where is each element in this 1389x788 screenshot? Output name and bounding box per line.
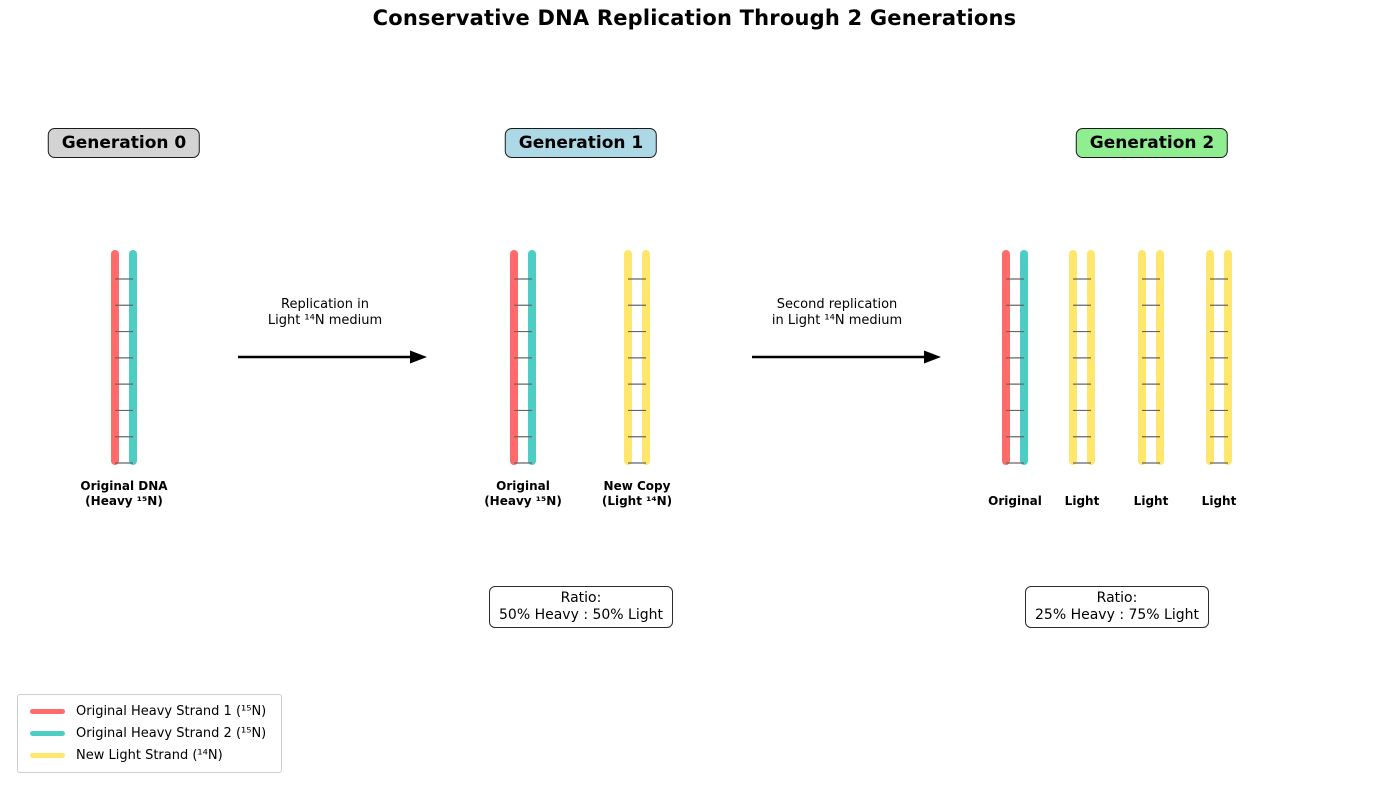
dna-ladder-gen1-original xyxy=(510,250,536,465)
legend-item-3: New Light Strand (¹⁴N) xyxy=(30,748,266,763)
replication-arrow-2 xyxy=(752,350,941,364)
ladder-label-gen2-original: Original xyxy=(988,494,1042,509)
ladder-label-gen2-light-3: Light xyxy=(1202,494,1237,509)
dna-ladder-gen2-light-2 xyxy=(1138,250,1164,465)
legend-swatch-heavy1-icon xyxy=(30,709,65,714)
gen2-ratio-value: 25% Heavy : 75% Light xyxy=(1035,607,1199,623)
dna-ladder-gen1-new-copy xyxy=(624,250,650,465)
ladder-label-gen2-light-2: Light xyxy=(1134,494,1169,509)
generation-1-label: Generation 1 xyxy=(504,128,658,158)
gen1-ratio-title: Ratio: xyxy=(560,590,602,606)
replication-arrow-1 xyxy=(238,350,427,364)
ladder-label-line: Original xyxy=(496,479,550,493)
ladder-label-line: New Copy xyxy=(603,479,671,493)
legend-item-1: Original Heavy Strand 1 (¹⁵N) xyxy=(30,704,266,719)
dna-ladder-gen0-original-dna xyxy=(111,250,137,465)
gen2-ratio-box: Ratio: 25% Heavy : 75% Light xyxy=(1025,586,1209,628)
dna-ladder-gen2-original xyxy=(1002,250,1028,465)
generation-2-label: Generation 2 xyxy=(1075,128,1229,158)
arrow-1-label-line-2: Light ¹⁴N medium xyxy=(267,313,383,328)
dna-ladder-gen2-light-3 xyxy=(1206,250,1232,465)
ladder-label-gen1-original: Original(Heavy ¹⁵N) xyxy=(484,479,562,509)
ladder-label-line: Original xyxy=(988,494,1042,508)
gen2-ratio-title: Ratio: xyxy=(1096,590,1138,606)
legend-item-2: Original Heavy Strand 2 (¹⁵N) xyxy=(30,726,266,741)
ladder-label-line: (Light ¹⁴N) xyxy=(601,494,673,508)
legend: Original Heavy Strand 1 (¹⁵N) Original He… xyxy=(17,694,283,773)
arrow-1-label-line-1: Replication in xyxy=(281,297,369,312)
ladder-label-line: Light xyxy=(1064,494,1100,508)
legend-swatch-heavy2-icon xyxy=(30,731,65,736)
legend-item-label: New Light Strand (¹⁴N) xyxy=(76,748,223,763)
dna-ladder-gen2-light-1 xyxy=(1069,250,1095,465)
arrow-head xyxy=(924,350,941,364)
page-title: Conservative DNA Replication Through 2 G… xyxy=(372,6,1017,30)
ladder-label-gen1-new-copy: New Copy(Light ¹⁴N) xyxy=(602,479,672,509)
ladder-label-gen0-original-dna: Original DNA(Heavy ¹⁵N) xyxy=(80,479,167,509)
arrow-head xyxy=(410,350,427,364)
ladder-label-line: Original DNA xyxy=(80,479,168,493)
ladder-label-gen2-light-1: Light xyxy=(1065,494,1100,509)
arrow-2-label: Second replication in Light ¹⁴N medium xyxy=(772,297,902,329)
legend-swatch-light-icon xyxy=(30,753,65,758)
arrow-1-label: Replication in Light ¹⁴N medium xyxy=(268,297,382,329)
generation-0-label: Generation 0 xyxy=(47,128,201,158)
gen1-ratio-box: Ratio: 50% Heavy : 50% Light xyxy=(489,586,673,628)
ladder-label-line: Light xyxy=(1133,494,1169,508)
legend-item-label: Original Heavy Strand 1 (¹⁵N) xyxy=(76,704,267,719)
ladder-label-line: (Heavy ¹⁵N) xyxy=(484,494,562,508)
arrow-2-label-line-2: in Light ¹⁴N medium xyxy=(771,313,903,328)
ladder-label-line: Light xyxy=(1201,494,1237,508)
gen1-ratio-value: 50% Heavy : 50% Light xyxy=(499,607,663,623)
arrow-2-label-line-1: Second replication xyxy=(776,297,898,312)
ladder-label-line: (Heavy ¹⁵N) xyxy=(85,494,163,508)
legend-item-label: Original Heavy Strand 2 (¹⁵N) xyxy=(76,726,267,741)
